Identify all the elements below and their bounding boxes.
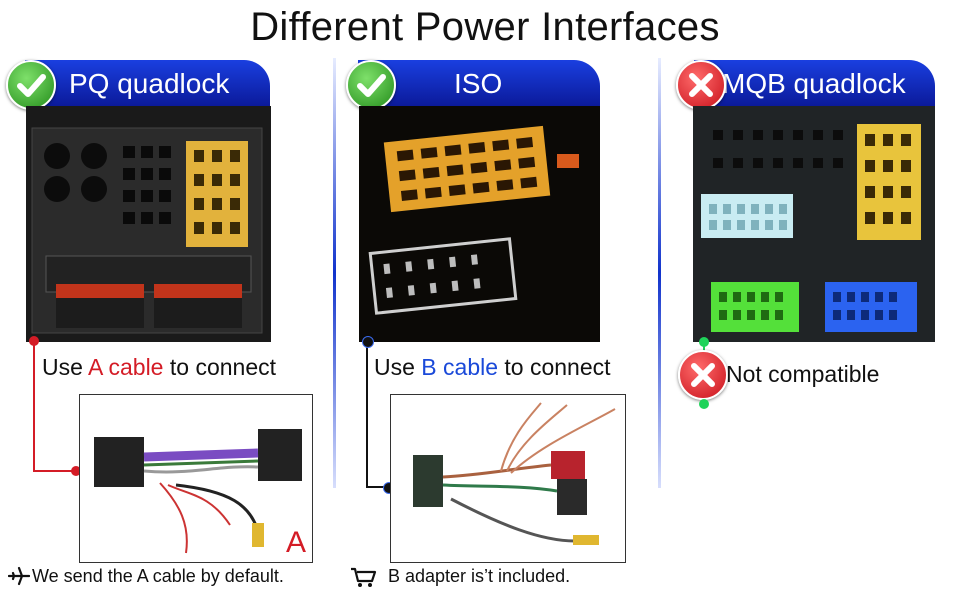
cable-a-photo: A bbox=[79, 394, 313, 563]
connector-dot-b-top bbox=[362, 336, 374, 348]
cable-b-photo bbox=[390, 394, 626, 563]
connector-dot-c-bottom bbox=[699, 399, 709, 409]
cable-a-label: A cable bbox=[88, 354, 164, 380]
connector-dot-c-top bbox=[699, 337, 709, 347]
page-title: Different Power Interfaces bbox=[250, 5, 720, 49]
banner-label: ISO bbox=[454, 68, 503, 99]
caption-iso: Use B cable to connect bbox=[374, 354, 611, 381]
airplane-icon bbox=[7, 566, 31, 591]
not-compatible-label: Not compatible bbox=[726, 361, 880, 387]
banner-label: MQB quadlock bbox=[722, 68, 906, 99]
cable-letter-a: A bbox=[285, 526, 306, 559]
divider-left bbox=[333, 58, 336, 488]
mqb-quadlock-photo bbox=[693, 106, 935, 342]
caption-suffix: to connect bbox=[163, 354, 277, 380]
divider-right bbox=[658, 58, 661, 488]
footer-adapter-note: B adapter is’t included. bbox=[388, 566, 571, 586]
cable-b-label: B cable bbox=[421, 354, 499, 380]
caption-pq: Use A cable to connect bbox=[42, 354, 276, 381]
cross-icon bbox=[678, 350, 728, 400]
footer-shipping-note: We send the A cable by default. bbox=[32, 566, 284, 586]
cross-icon bbox=[676, 60, 726, 110]
banner-mqb-quadlock: MQB quadlock bbox=[694, 60, 935, 106]
pq-quadlock-photo bbox=[26, 106, 271, 342]
connector-dot-a-bottom bbox=[71, 466, 81, 476]
caption-suffix: to connect bbox=[498, 354, 611, 380]
caption-prefix: Use bbox=[374, 354, 422, 380]
connector-dot-a-top bbox=[29, 336, 39, 346]
banner-pq-quadlock: PQ quadlock bbox=[25, 60, 270, 106]
caption-prefix: Use bbox=[42, 354, 89, 380]
cart-icon bbox=[349, 566, 377, 593]
banner-iso: ISO bbox=[358, 60, 600, 106]
iso-photo bbox=[359, 106, 600, 342]
banner-label: PQ quadlock bbox=[69, 68, 230, 99]
check-icon bbox=[346, 60, 396, 110]
